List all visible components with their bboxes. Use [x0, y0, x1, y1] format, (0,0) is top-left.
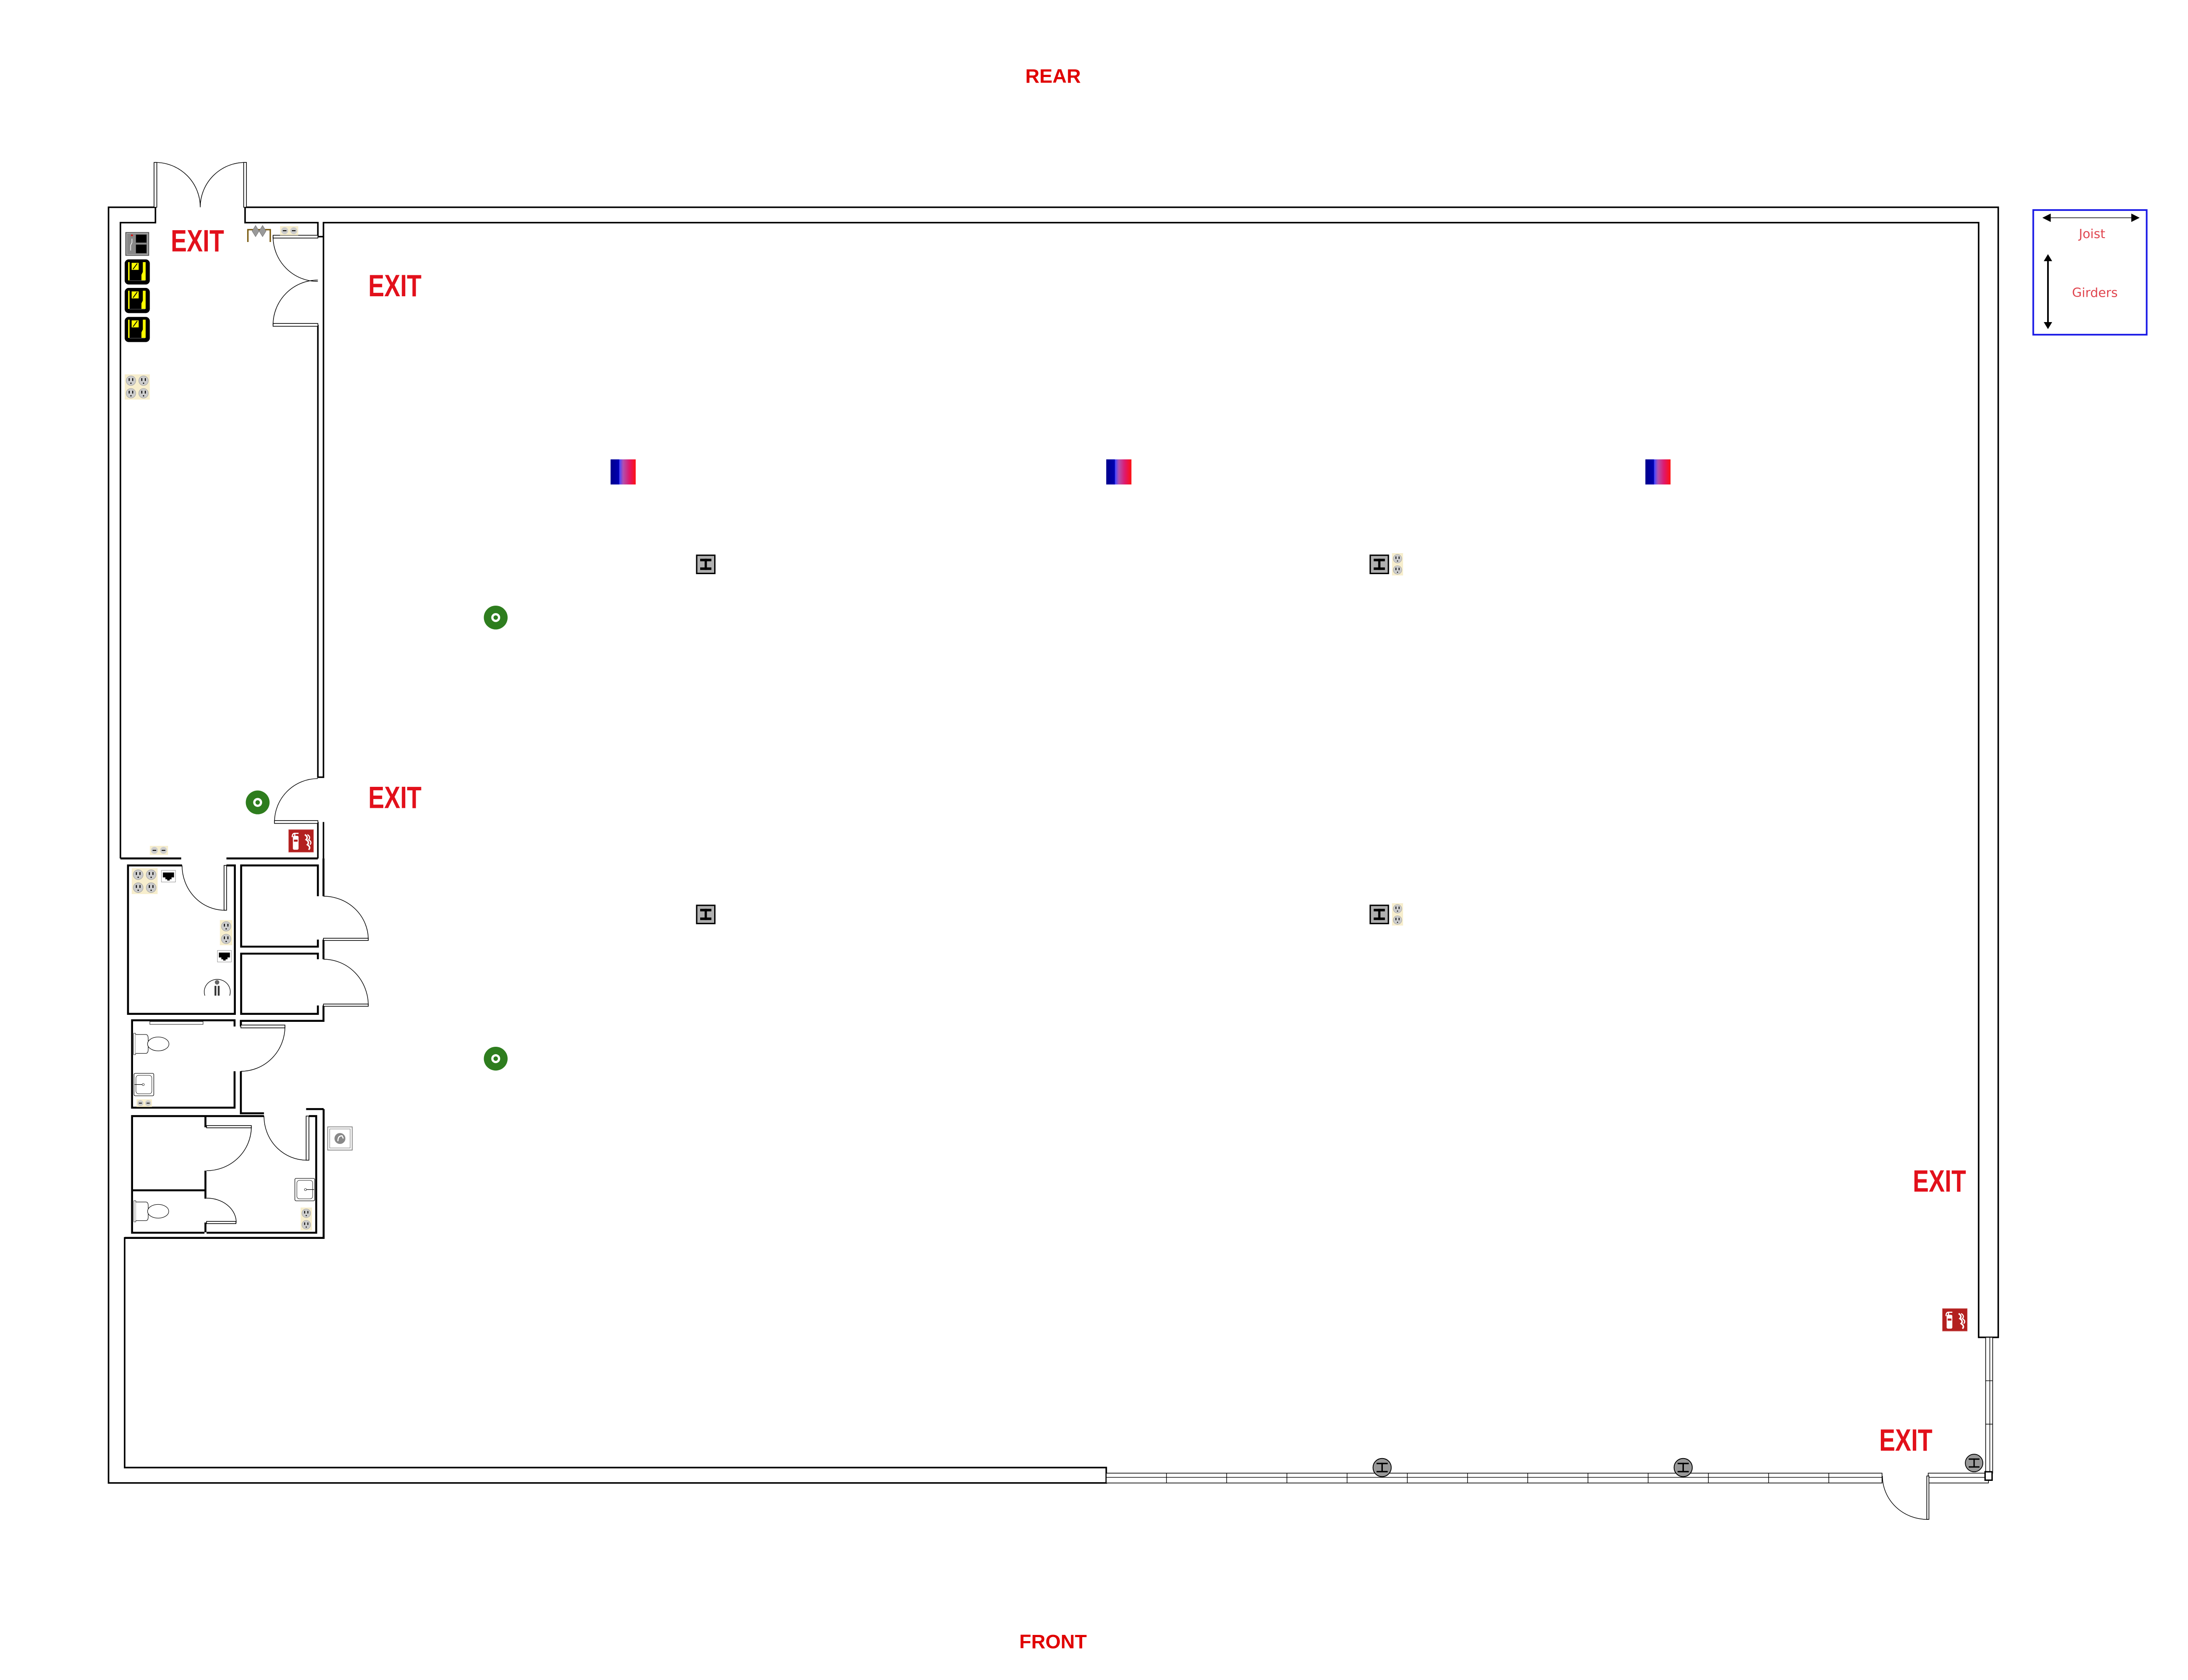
- exit-label-corridor-side: EXIT: [368, 780, 422, 814]
- outlet-icon: [1392, 903, 1403, 926]
- sink-icon: [295, 1178, 315, 1201]
- outlet-icon: [132, 868, 158, 894]
- toilet-icon: [133, 1200, 169, 1222]
- office-block: [120, 857, 369, 1027]
- steel-column-icon: [1369, 554, 1389, 574]
- network-jack-icon: [217, 950, 232, 963]
- exterior-walls: [108, 206, 1999, 1484]
- legend-joist-label: Joist: [2078, 226, 2105, 241]
- exit-label-front: EXIT: [1879, 1423, 1932, 1457]
- sink-icon: [133, 1073, 154, 1096]
- restroom-1: [131, 1019, 286, 1115]
- steel-column-icon: [1372, 1458, 1392, 1477]
- steel-column-icon: [696, 554, 716, 574]
- corridor-double-door[interactable]: [273, 235, 319, 327]
- girders-arrow-icon: [2044, 254, 2052, 329]
- steel-column-icon: [1964, 1453, 1984, 1473]
- outlet-icon: [125, 375, 150, 400]
- front-windows: [1106, 1473, 1989, 1484]
- heater-icon: [610, 459, 636, 485]
- legend-girders-label: Girders: [2072, 285, 2118, 300]
- legend-box: Joist Girders: [2032, 209, 2148, 336]
- rear-double-door[interactable]: [154, 162, 247, 208]
- restroom-2: [124, 1108, 325, 1239]
- heater-icon: [1106, 459, 1132, 485]
- fire-extinguisher-icon: [1942, 1308, 1967, 1332]
- electrical-panel-icon: [124, 232, 150, 256]
- exit-label-rear-door: EXIT: [171, 223, 224, 258]
- electrical-panel-icon: [124, 259, 150, 285]
- outlet-icon: [137, 1099, 152, 1107]
- fire-extinguisher-icon: [288, 829, 314, 853]
- outlet-icon: [150, 845, 168, 855]
- front-entry-door[interactable]: [1882, 1475, 1929, 1520]
- joist-arrow-icon: [2042, 213, 2140, 222]
- steel-column-icon: [696, 905, 716, 924]
- radiator-valve-icon: [247, 225, 271, 242]
- exit-label-corridor-door: EXIT: [368, 268, 422, 303]
- toilet-icon: [133, 1033, 169, 1055]
- outlet-icon: [301, 1207, 312, 1230]
- green-marker-icon: [484, 605, 508, 630]
- green-marker-icon: [484, 1046, 508, 1071]
- steel-column-icon: [1369, 905, 1389, 924]
- outlet-icon: [280, 226, 298, 235]
- rear-label: REAR: [1025, 65, 1081, 87]
- front-label: FRONT: [1019, 1631, 1087, 1652]
- drinking-fountain-icon: [327, 1126, 353, 1151]
- electrical-panel-icon: [124, 317, 150, 342]
- outlet-icon: [1392, 553, 1403, 575]
- green-marker-icon: [245, 790, 270, 814]
- electrical-panel-icon: [124, 288, 150, 313]
- side-windows: [1984, 1337, 1993, 1481]
- steel-column-icon: [1673, 1458, 1693, 1477]
- exit-label-right: EXIT: [1913, 1164, 1966, 1198]
- network-jack-icon: [161, 870, 176, 883]
- outlet-icon: [220, 920, 232, 945]
- floor-drain-icon: [204, 979, 231, 996]
- corridor-side-door[interactable]: [274, 778, 319, 824]
- heater-icon: [1645, 459, 1671, 485]
